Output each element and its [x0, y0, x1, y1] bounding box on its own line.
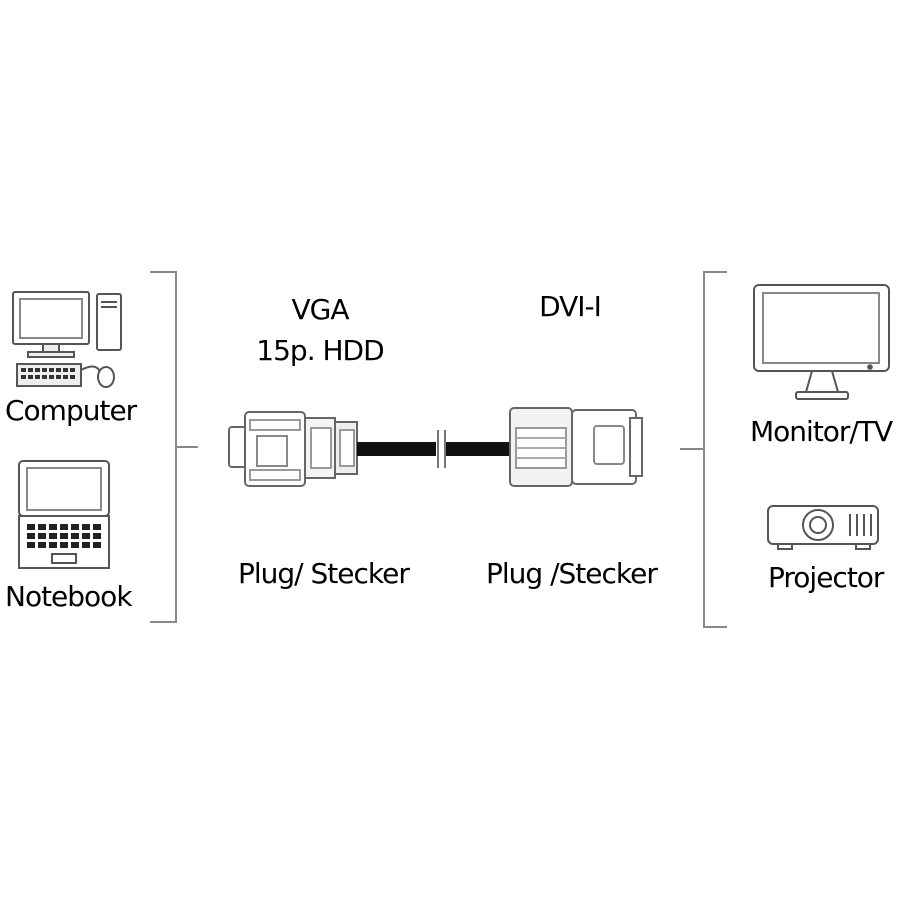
- left-bracket: [150, 271, 198, 623]
- vga-connector-name: VGA: [291, 293, 349, 326]
- vga-plug-icon: [228, 411, 358, 487]
- cable-icon: [357, 430, 516, 468]
- right-bracket: [680, 271, 727, 628]
- notebook-label: Notebook: [5, 580, 133, 613]
- notebook-icon: [18, 460, 110, 569]
- projector-icon: [767, 505, 879, 550]
- dvi-plug-icon: [509, 407, 643, 487]
- dvi-connector-name: DVI-I: [539, 290, 602, 323]
- right-plug-label: Plug /Stecker: [486, 557, 658, 590]
- computer-icon: [12, 291, 122, 388]
- monitor-label: Monitor/TV: [750, 415, 893, 448]
- monitor-icon: [753, 284, 890, 400]
- left-plug-label: Plug/ Stecker: [238, 557, 410, 590]
- projector-label: Projector: [768, 561, 884, 594]
- vga-connector-detail: 15p. HDD: [256, 334, 384, 367]
- computer-label: Computer: [5, 394, 137, 427]
